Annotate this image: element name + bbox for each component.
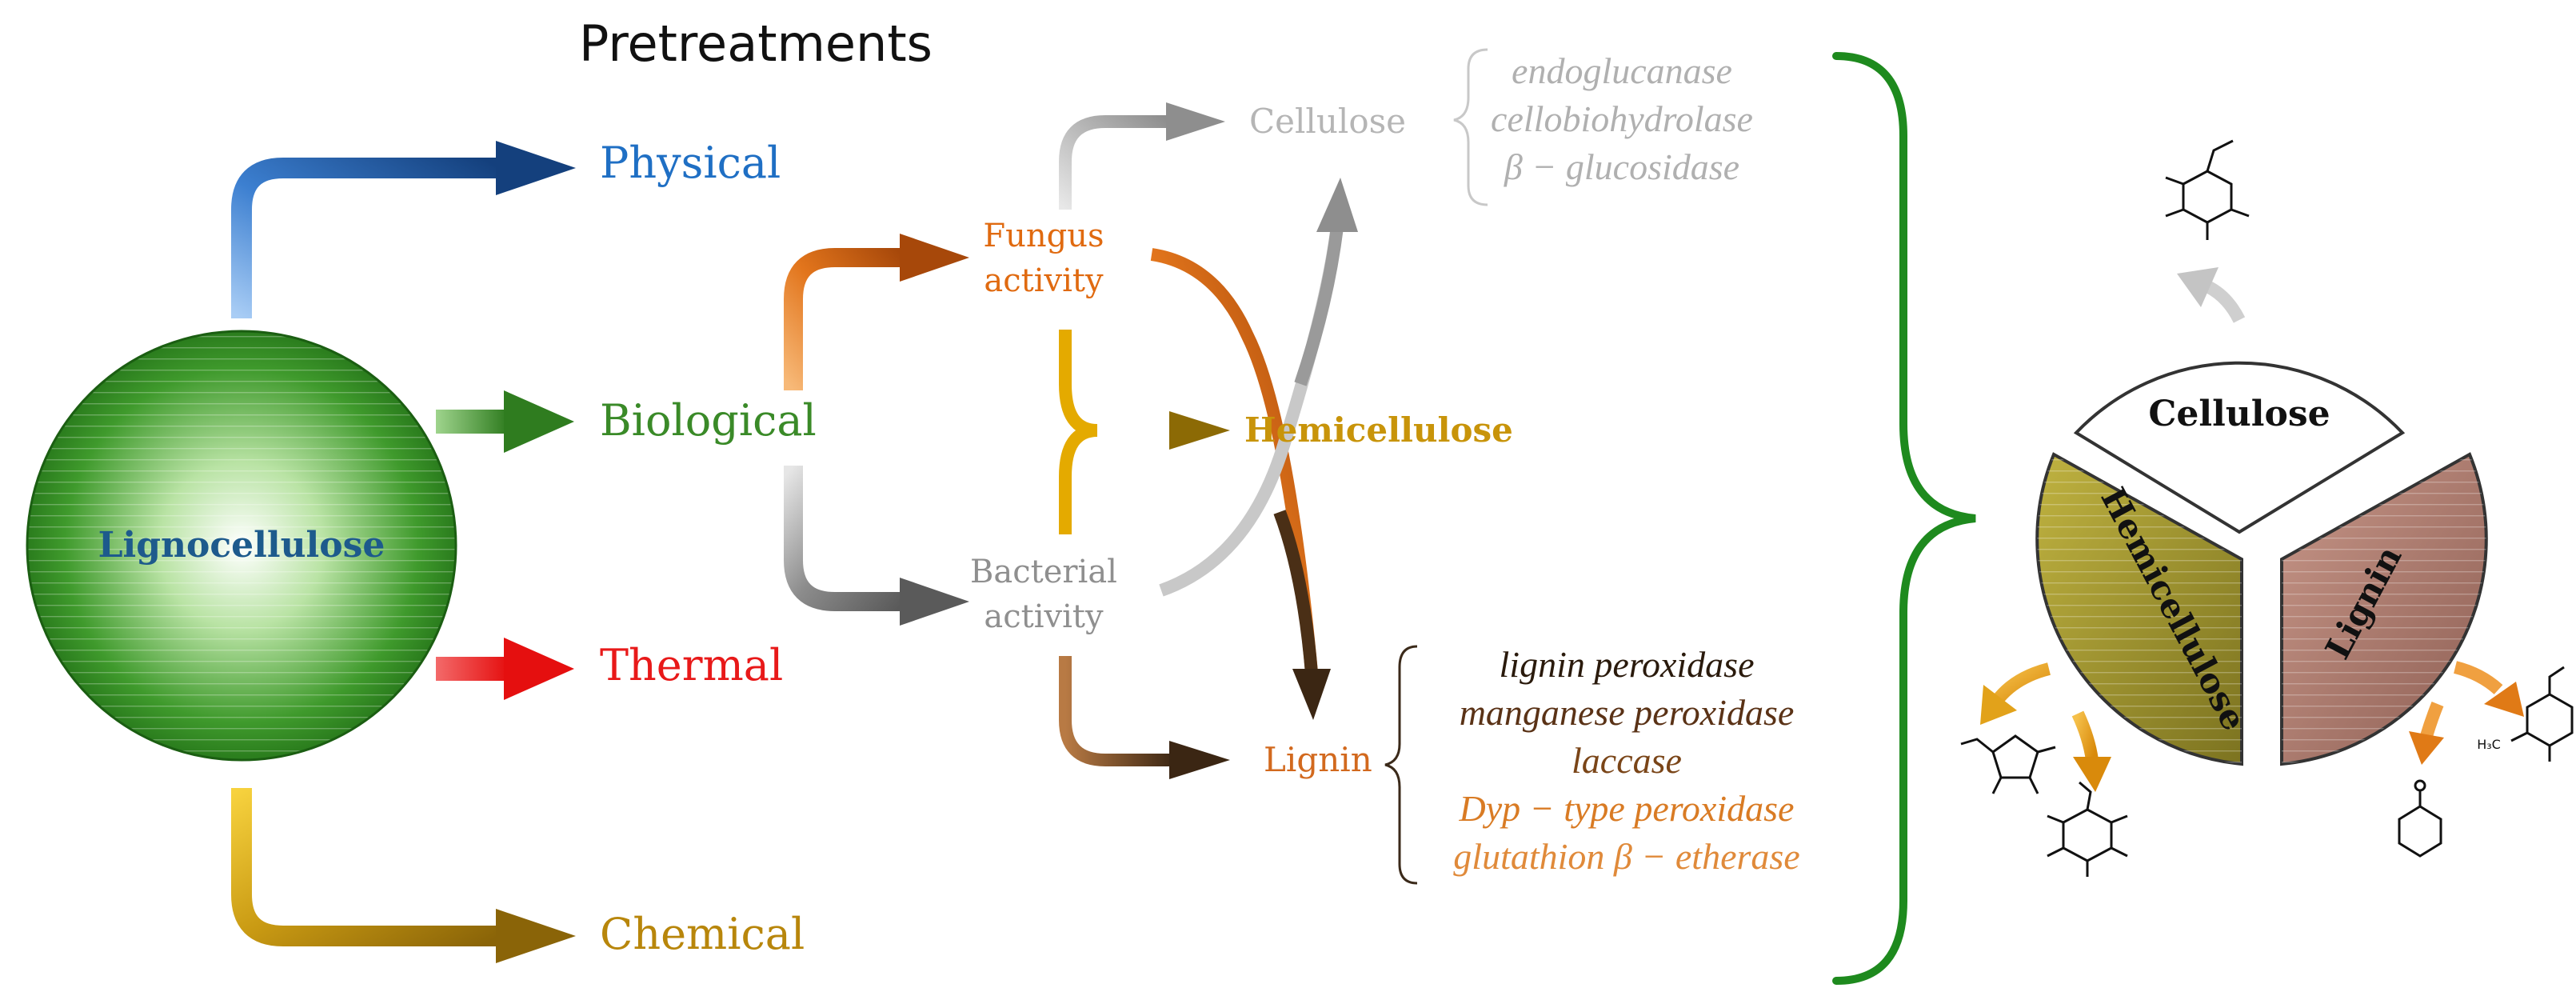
- lignocellulose-label: Lignocellulose: [98, 525, 385, 566]
- label-bacterial-1: Bacterial: [970, 554, 1117, 590]
- label-biological: Biological: [600, 395, 817, 446]
- arrow-biological: [436, 390, 574, 453]
- arrow-fungus-to-lignin: [1150, 248, 1331, 720]
- label-cellulose: Cellulose: [1249, 102, 1406, 141]
- pyranose-molecule-icon: [2047, 781, 2128, 877]
- label-thermal: Thermal: [600, 640, 783, 690]
- lignin-enzyme-3: laccase: [1572, 740, 1682, 781]
- phenol-molecule-icon: [2398, 779, 2442, 858]
- cellulose-enzyme-1: endoglucanase: [1512, 50, 1732, 91]
- arrow-lignin-to-phenol: [2409, 702, 2444, 765]
- lignin-enzyme-5: glutathion β − etherase: [1453, 836, 1799, 877]
- arrow-physical: [231, 141, 576, 318]
- methyl-group-label: H₃C: [2477, 737, 2501, 752]
- cellulose-enzyme-brace: [1453, 48, 1488, 206]
- label-lignin: Lignin: [1264, 740, 1372, 779]
- label-physical: Physical: [600, 138, 781, 188]
- arrow-hemi-to-pyranose: [2071, 710, 2111, 792]
- arrow-cellulose-to-glucose: [2177, 267, 2246, 323]
- lignin-enzyme-1: lignin peroxidase: [1500, 644, 1755, 685]
- arrow-chemical: [231, 788, 576, 963]
- arrow-bacterial-to-cellulose: [1159, 178, 1358, 597]
- glucose-molecule-icon: [2165, 139, 2250, 240]
- label-hemicellulose: Hemicellulose: [1244, 410, 1513, 450]
- page-title: Pretreatments: [579, 14, 933, 73]
- pie-label-cellulose: Cellulose: [2148, 394, 2330, 434]
- lignin-enzyme-4: Dyp − type peroxidase: [1459, 788, 1795, 829]
- lignin-enzyme-2: manganese peroxidase: [1460, 692, 1795, 733]
- summary-brace: [1832, 52, 1976, 985]
- arrow-lignin-to-aromatic: [2453, 661, 2524, 717]
- lignin-enzyme-brace: [1384, 645, 1418, 885]
- arrow-bacterial-to-lignin: [1059, 656, 1230, 779]
- label-bacterial-2: activity: [984, 598, 1104, 635]
- methylphenol-molecule-icon: [2510, 666, 2574, 762]
- lignocellulose-sphere: [26, 330, 457, 762]
- pie-slice-cellulose: [2073, 361, 2406, 534]
- label-fungus-1: Fungus: [983, 218, 1104, 254]
- arrow-to-bacterial: [784, 466, 969, 626]
- label-chemical: Chemical: [600, 909, 805, 959]
- label-fungus-2: activity: [984, 262, 1104, 299]
- furanose-molecule-icon: [1960, 734, 2056, 794]
- arrow-to-fungus: [784, 234, 969, 390]
- arrow-to-hemicellulose: [1059, 330, 1230, 534]
- composition-pie: [2035, 361, 2488, 766]
- arrow-thermal: [436, 638, 574, 700]
- cellulose-enzyme-3: β − glucosidase: [1504, 146, 1739, 187]
- cellulose-enzyme-2: cellobiohydrolase: [1491, 98, 1753, 139]
- arrow-hemi-to-furanose: [1980, 662, 2051, 725]
- arrow-fungus-to-cellulose: [1059, 102, 1225, 210]
